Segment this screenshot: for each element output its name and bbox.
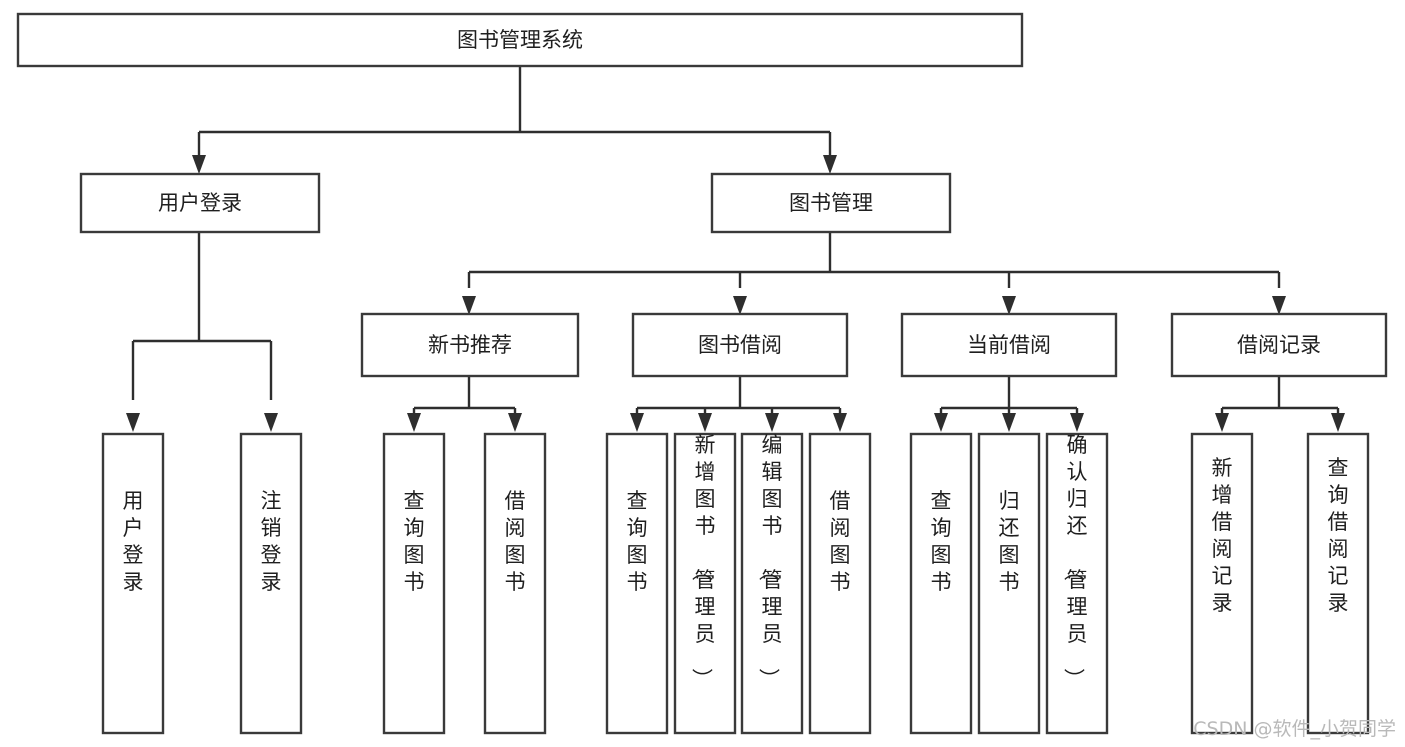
leaf-book-borrow-2-box[interactable] [673,432,737,735]
leaf-book-borrow-3-box[interactable] [740,432,804,735]
node-user-login-box[interactable] [79,172,321,234]
node-book-manage[interactable]: 图书管理 [710,172,952,234]
connectors-root-to-level2 [192,66,837,174]
leaf-current-borrow-2-box[interactable] [977,432,1041,735]
arrow-to-book-borrow [733,296,747,315]
leaf-book-borrow-4[interactable]: 借阅图书 [808,432,872,735]
leaf-user-login-1-box[interactable] [101,432,165,735]
leaf-borrow-record-1-box[interactable] [1190,432,1254,735]
arrow-leaf-book-borrow-1 [630,413,644,432]
leaf-book-borrow-2-label: 新增图书（管理员） [690,433,716,689]
node-book-manage-label: 图书管理 [789,191,873,215]
arrow-leaf-new-book-1 [407,413,421,432]
leaf-user-login-2-label: 注销登录 [261,489,282,594]
leaf-book-borrow-3[interactable]: 编辑图书（管理员） [740,432,804,735]
node-root-box[interactable] [16,12,1024,68]
node-book-manage-box[interactable] [710,172,952,234]
leaf-book-borrow-2[interactable]: 新增图书（管理员） [673,432,737,735]
arrow-leaf-borrow-record-1 [1215,413,1229,432]
connectors-user-login-to-leaves [126,232,278,432]
leaf-borrow-record-2-label: 查询借阅记录 [1328,456,1349,615]
leaf-current-borrow-3[interactable]: 确认归还（管理员） [1045,432,1109,735]
arrow-leaf-current-borrow-3 [1070,413,1084,432]
leaf-current-borrow-3-box[interactable] [1045,432,1109,735]
node-new-book-recommend[interactable]: 新书推荐 [360,312,580,378]
arrow-to-book-manage [823,155,837,174]
leaf-user-login-1[interactable]: 用户登录 [101,432,165,735]
leaf-current-borrow-1-box[interactable] [909,432,973,735]
node-new-book-recommend-label: 新书推荐 [428,333,512,357]
node-user-login-label: 用户登录 [158,191,242,215]
leaf-current-borrow-1[interactable]: 查询图书 [909,432,973,735]
node-book-borrow[interactable]: 图书借阅 [631,312,849,378]
leaf-book-borrow-1-box[interactable] [605,432,669,735]
node-current-borrow-label: 当前借阅 [967,333,1051,357]
node-new-book-recommend-box[interactable] [360,312,580,378]
node-borrow-record-label: 借阅记录 [1237,333,1321,357]
node-current-borrow[interactable]: 当前借阅 [900,312,1118,378]
leaf-book-borrow-3-label: 编辑图书（管理员） [757,433,783,689]
arrow-leaf-new-book-2 [508,413,522,432]
arrow-leaf-current-borrow-1 [934,413,948,432]
arrow-to-new-book [462,296,476,315]
leaf-user-login-1-label: 用户登录 [123,489,144,594]
leaf-borrow-record-2-box[interactable] [1306,432,1370,735]
arrow-leaf-user-login-2 [264,413,278,432]
arrow-leaf-user-login-1 [126,413,140,432]
node-root-label: 图书管理系统 [457,28,583,52]
leaf-new-book-1-label: 查询图书 [404,489,425,594]
leaf-borrow-record-2[interactable]: 查询借阅记录 [1306,432,1370,735]
leaf-current-borrow-1-label: 查询图书 [931,489,952,594]
node-borrow-record-box[interactable] [1170,312,1388,378]
leaf-book-borrow-4-box[interactable] [808,432,872,735]
leaf-current-borrow-2-label: 归还图书 [999,489,1020,594]
leaf-borrow-record-1-label: 新增借阅记录 [1212,456,1233,615]
leaf-book-borrow-1[interactable]: 查询图书 [605,432,669,735]
node-book-borrow-box[interactable] [631,312,849,378]
leaf-new-book-1-box[interactable] [382,432,446,735]
leaf-new-book-2[interactable]: 借阅图书 [483,432,547,735]
connectors-book-manage-to-level3 [462,232,1286,315]
leaf-current-borrow-2[interactable]: 归还图书 [977,432,1041,735]
leaf-book-borrow-1-label: 查询图书 [627,489,648,594]
leaf-new-book-1[interactable]: 查询图书 [382,432,446,735]
leaf-book-borrow-4-label: 借阅图书 [830,489,851,594]
leaf-new-book-2-label: 借阅图书 [505,489,526,594]
node-borrow-record[interactable]: 借阅记录 [1170,312,1388,378]
csdn-watermark: CSDN @软件_小贺同学 [1193,718,1396,740]
node-book-borrow-label: 图书借阅 [698,333,782,357]
arrow-leaf-borrow-record-2 [1331,413,1345,432]
arrow-leaf-book-borrow-2 [698,413,712,432]
leaf-borrow-record-1[interactable]: 新增借阅记录 [1190,432,1254,735]
connectors-current-borrow-to-leaves [934,376,1084,432]
node-user-login[interactable]: 用户登录 [79,172,321,234]
connectors-borrow-record-to-leaves [1215,376,1345,432]
arrow-leaf-book-borrow-4 [833,413,847,432]
arrow-to-current-borrow [1002,296,1016,315]
leaf-user-login-2[interactable]: 注销登录 [239,432,303,735]
leaf-user-login-2-box[interactable] [239,432,303,735]
node-current-borrow-box[interactable] [900,312,1118,378]
node-root[interactable]: 图书管理系统 [16,12,1024,68]
arrow-leaf-current-borrow-2 [1002,413,1016,432]
leaf-new-book-2-box[interactable] [483,432,547,735]
arrow-leaf-book-borrow-3 [765,413,779,432]
arrow-to-borrow-record [1272,296,1286,315]
connectors-book-borrow-to-leaves [630,376,847,432]
connectors-new-book-to-leaves [407,376,522,432]
leaf-current-borrow-3-label: 确认归还（管理员） [1062,433,1088,689]
arrow-to-user-login [192,155,206,174]
